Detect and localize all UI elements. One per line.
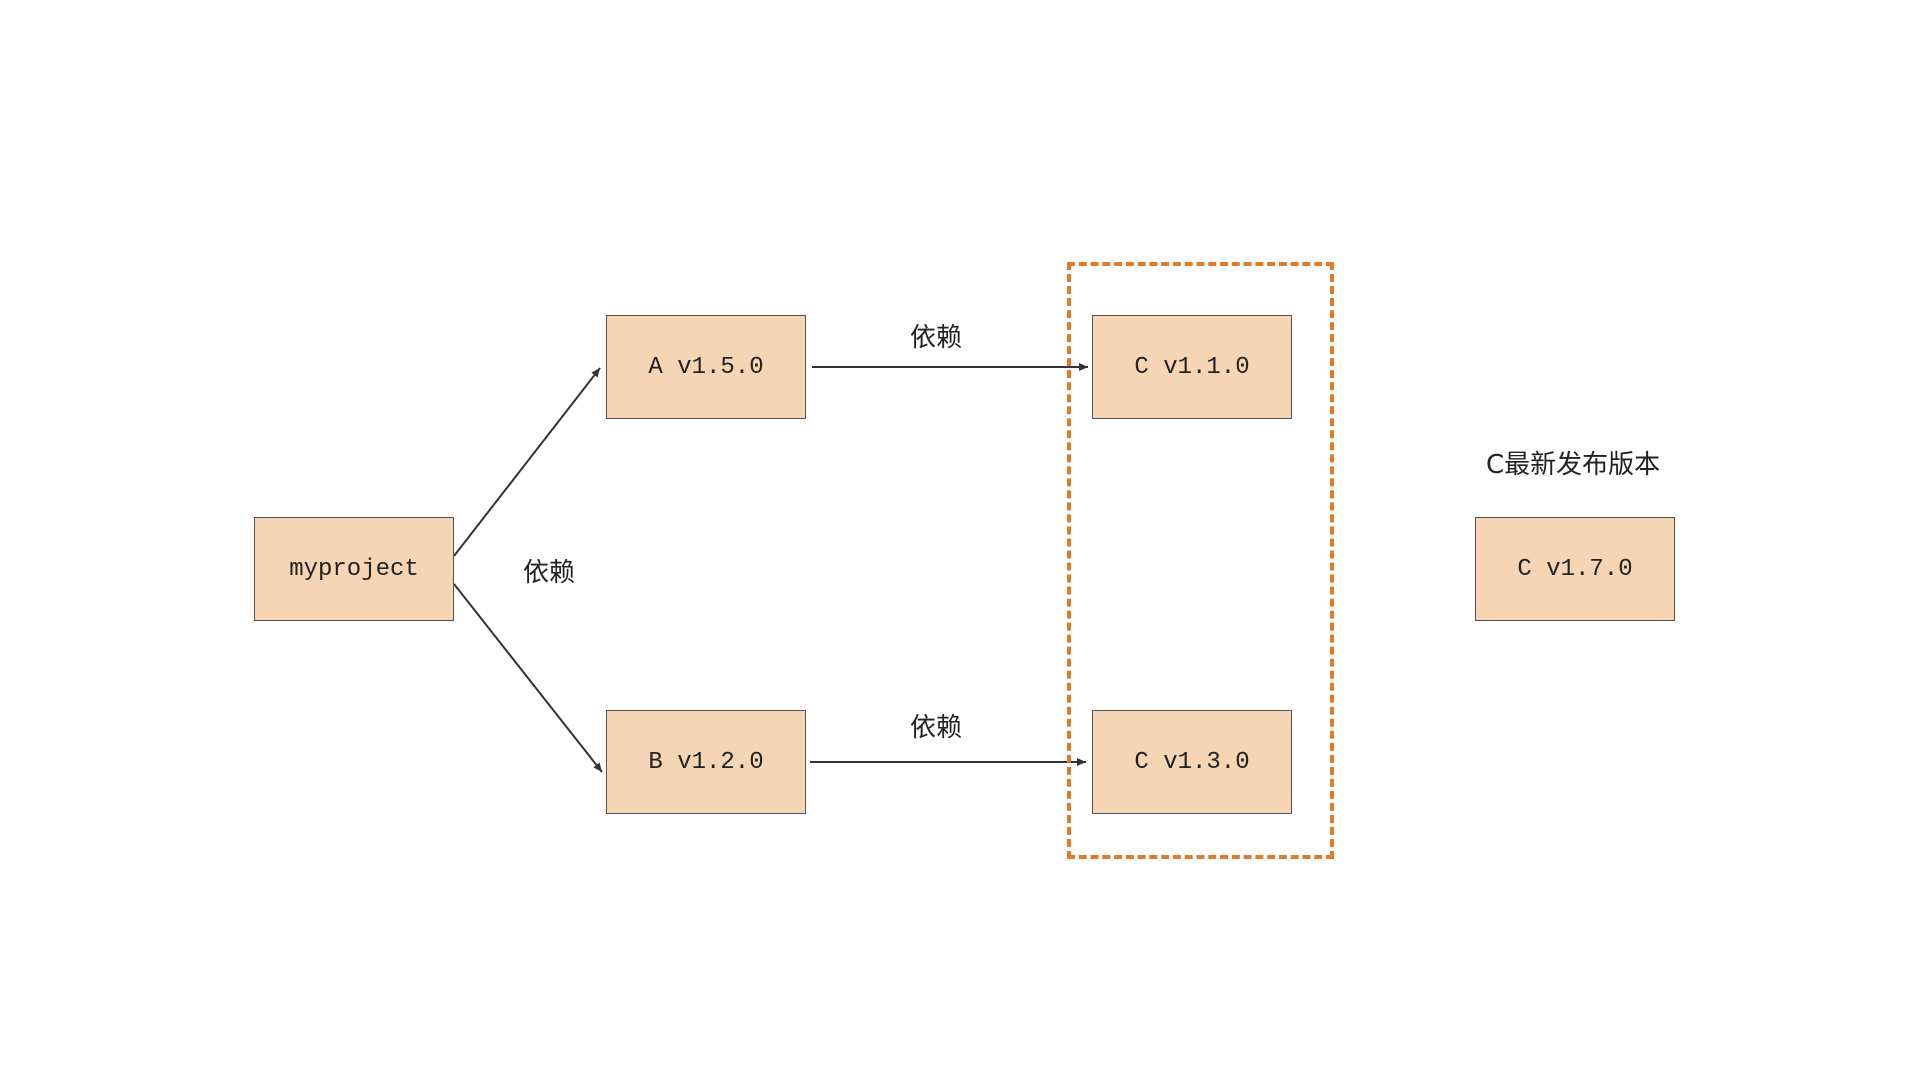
edge-myproject-to-b	[453, 583, 603, 773]
node-b-v1-2-0: B v1.2.0	[606, 710, 806, 814]
edge-label-myproject: 依赖	[523, 558, 576, 588]
edge-myproject-to-a	[453, 367, 601, 557]
node-c-v1-1-0: C v1.1.0	[1092, 315, 1292, 419]
node-c-v1-3-0: C v1.3.0	[1092, 710, 1292, 814]
conflict-group-box	[1067, 262, 1334, 859]
node-c-v1-7-0: C v1.7.0	[1475, 517, 1675, 621]
node-myproject: myproject	[254, 517, 454, 621]
latest-release-label: C最新发布版本	[1486, 450, 1661, 480]
edge-label-a-to-c: 依赖	[910, 323, 963, 353]
node-a-v1-5-0: A v1.5.0	[606, 315, 806, 419]
edge-label-b-to-c: 依赖	[910, 713, 963, 743]
